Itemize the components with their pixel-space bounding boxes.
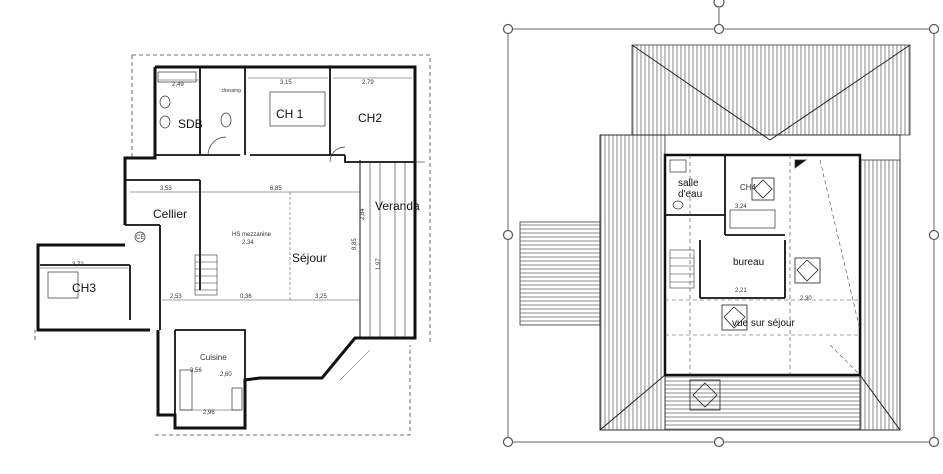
upper-walls <box>665 155 786 299</box>
room-label-cellier: Cellier <box>153 207 187 221</box>
dim-text: 3,25 <box>315 294 327 300</box>
slope-lines <box>665 155 861 376</box>
dim-text: 3,72 <box>72 262 84 268</box>
mezzanine-label-2: 2,34 <box>242 240 254 246</box>
dim-text: 0,36 <box>240 294 252 300</box>
room-label-sdb: SDB <box>178 117 203 131</box>
resize-handle-bottom-right[interactable] <box>928 436 940 448</box>
room-label-ch1: CH 1 <box>276 107 304 121</box>
veranda-frames <box>369 161 425 338</box>
roof-ridges <box>599 44 911 431</box>
resize-handle-top[interactable] <box>713 23 725 35</box>
interior-walls <box>40 67 415 415</box>
dim-text: 3,24 <box>735 204 747 210</box>
dressing-label: dressing <box>222 88 241 94</box>
dim-text: 3,15 <box>280 80 292 86</box>
stairs-ground <box>194 254 218 296</box>
dim-text: 2,60 <box>220 372 232 378</box>
mezzanine-arrow-icon <box>794 159 808 169</box>
dim-text: 3,56 <box>190 368 202 374</box>
room-label-cuisine: Cuisine <box>200 353 227 362</box>
roof-north <box>631 44 911 136</box>
dim-text: 2,96 <box>203 410 215 416</box>
room-label-ch3: CH3 <box>72 281 96 295</box>
room-label-sejour: Séjour <box>292 251 327 265</box>
dim-text: 3,53 <box>160 186 172 192</box>
dim-text: 2,21 <box>735 288 747 294</box>
room-label-salle-2: d'eau <box>678 189 702 200</box>
room-label-ch4: CH4 <box>740 183 757 192</box>
image-selection-frame[interactable] <box>502 0 940 448</box>
room-label-salle-1: salle <box>678 178 699 189</box>
mezzanine-label-1: HS mezzanine <box>232 232 272 238</box>
attic-floor <box>663 153 862 377</box>
roof-west-main <box>599 134 666 431</box>
dim-text: 6,85 <box>270 186 282 192</box>
room-label-ce: CE <box>136 235 144 241</box>
dim-text: 8,85 <box>352 238 358 250</box>
lot-outline <box>34 54 431 436</box>
room-label-veranda: Veranda <box>375 199 420 213</box>
fixtures-ground <box>47 71 346 411</box>
resize-handle-top-right[interactable] <box>928 23 940 35</box>
skylights <box>689 177 821 411</box>
room-label-ch2: CH2 <box>358 111 382 125</box>
resize-handle-right[interactable] <box>928 229 940 241</box>
resize-handle-bottom[interactable] <box>713 436 725 448</box>
room-label-vue: vue sur séjour <box>732 318 795 329</box>
resize-handle-left[interactable] <box>502 229 514 241</box>
resize-handle-top-left[interactable] <box>502 23 514 35</box>
upper-floor-plan: salle d'eau CH4 bureau vue sur séjour 3,… <box>519 44 911 431</box>
dim-text: 2,84 <box>360 208 366 220</box>
dimension-lines <box>40 77 412 411</box>
rotate-handle-icon[interactable] <box>713 0 725 8</box>
dim-text: 2,49 <box>172 82 184 88</box>
ground-floor-plan: SDB CH 1 CH2 Cellier CE Veranda Séjour C… <box>34 54 431 436</box>
stairs-upper <box>669 249 695 289</box>
dim-text: 2,79 <box>362 80 374 86</box>
roof-west-wing <box>519 221 601 326</box>
roof-south <box>664 374 861 431</box>
room-label-bureau: bureau <box>733 257 764 268</box>
fixtures-upper <box>669 159 808 229</box>
dim-text: 1,97 <box>376 258 382 270</box>
roof-east-wing <box>859 159 901 431</box>
dim-text: 2,30 <box>800 296 812 302</box>
resize-handle-bottom-left[interactable] <box>502 436 514 448</box>
dim-text: 2,53 <box>170 294 182 300</box>
